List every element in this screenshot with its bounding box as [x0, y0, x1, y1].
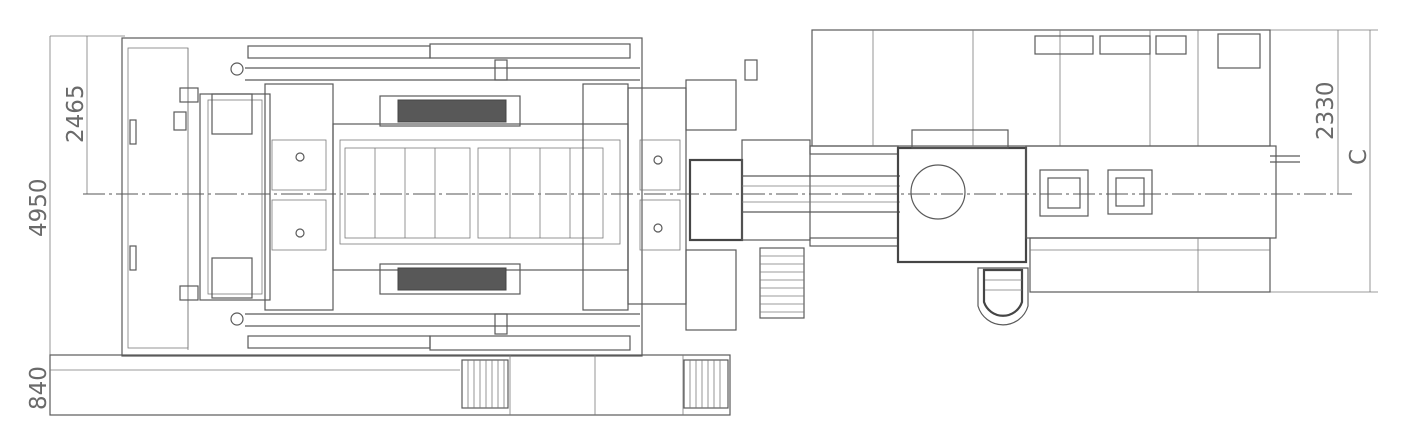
dim-label-4950: 4950: [26, 178, 52, 237]
stair-grating-right: [683, 359, 729, 409]
stair-grating-left: [461, 359, 509, 409]
clamping-unit: [179, 43, 758, 351]
dim-label-840: 840: [26, 366, 52, 410]
dim-label-2465: 2465: [63, 84, 89, 143]
injection-unit: [811, 29, 1300, 326]
dim-label-2330: 2330: [1313, 81, 1339, 140]
stair-grating-mid: [759, 247, 805, 319]
injection-connection: [685, 79, 900, 331]
dimension-lines: [49, 29, 1378, 416]
dim-label-c: C: [1346, 149, 1372, 165]
